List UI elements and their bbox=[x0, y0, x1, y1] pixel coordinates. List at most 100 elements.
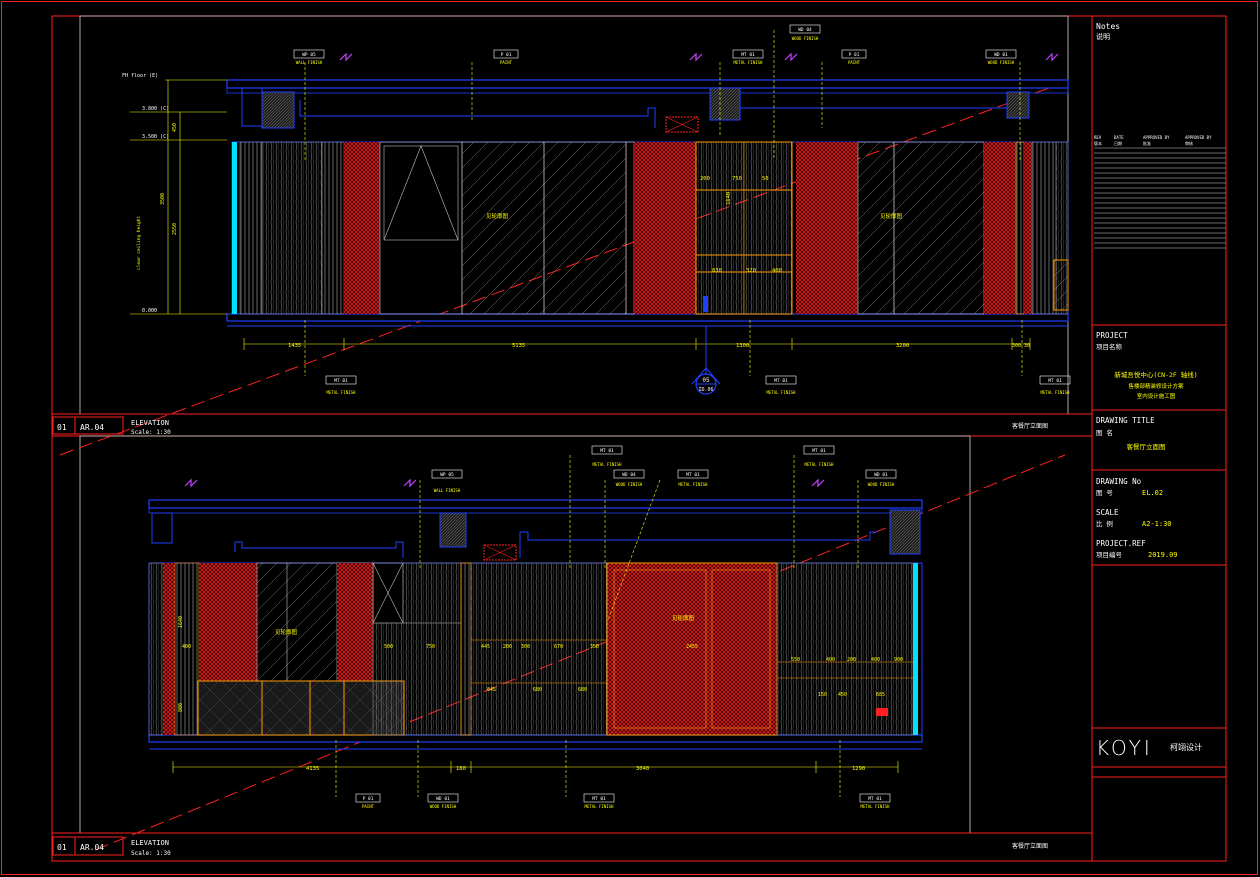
bottom-dim-row2: 680 bbox=[578, 687, 587, 693]
top-level-4: 0.000 bbox=[142, 308, 157, 314]
top-inline-note-2: 见轮廓图 bbox=[880, 212, 903, 220]
callout-code: MT 01 bbox=[592, 796, 606, 802]
top-elevation-title: ELEVATION bbox=[131, 419, 169, 427]
bottom-inline-notes: 见轮廓图 见轮廓图 bbox=[275, 614, 695, 636]
bottom-dim-row2: 685 bbox=[876, 692, 885, 698]
bottom-dim-bottom-4: 1290 bbox=[852, 766, 865, 772]
rev-header-cn-1: 版本 bbox=[1094, 140, 1102, 146]
projectref-cn: 项目编号 bbox=[1096, 550, 1123, 559]
top-level-3: 3.500 (C) bbox=[142, 134, 169, 140]
callout-code: MT 01 bbox=[774, 378, 788, 384]
bottom-dim-left: 1640 bbox=[178, 616, 184, 628]
callout-code: WP 05 bbox=[440, 472, 454, 478]
drawing-no-cn: 图 号 bbox=[1096, 489, 1113, 497]
callout-text: WALL FINISH bbox=[296, 60, 323, 65]
bottom-dim-row1: 400 bbox=[182, 644, 191, 650]
top-callouts-lower: MT 01 METAL FINISH MT 01 METAL FINISH MT… bbox=[304, 320, 1071, 395]
callout-tag: MT 01 METAL FINISH bbox=[607, 469, 709, 621]
callout-code: P 01 bbox=[363, 796, 374, 802]
elevation-bottom: 400 500 750 445 200 300 670 350 2455 550… bbox=[52, 445, 1048, 857]
callout-code: WD 01 bbox=[994, 52, 1008, 58]
rev-header-2: DATE bbox=[1114, 135, 1124, 140]
bottom-dim-row1: 900 bbox=[894, 657, 903, 663]
top-inner-dim-1: 200 bbox=[700, 176, 710, 182]
callout-tag: WD 01 WOOD FINISH bbox=[857, 469, 897, 570]
top-elevation-scale: Scale: 1:30 bbox=[131, 429, 171, 436]
callout-code: MT 01 bbox=[868, 796, 882, 802]
project-name-2: 售楼部精装修设计方案 bbox=[1128, 382, 1184, 390]
bottom-dim-row1: 300 bbox=[521, 644, 530, 650]
top-elevation-no: 01 bbox=[57, 423, 67, 432]
callout-text: PAINT bbox=[500, 60, 513, 65]
revision-table: REV DATE APPROVED BY APPROVED BY 版本 日期 批… bbox=[1094, 135, 1226, 249]
bottom-dim-row1: 670 bbox=[554, 644, 563, 650]
top-dim-left-1: 450 bbox=[172, 123, 178, 132]
bottom-dim-row1: 400 bbox=[826, 657, 835, 663]
top-inner-dim-3: 50 bbox=[762, 176, 769, 182]
bottom-dim-row2: 680 bbox=[533, 687, 542, 693]
bottom-dim-row2: 450 bbox=[838, 692, 847, 698]
drawing-no-value: EL.02 bbox=[1142, 489, 1163, 497]
rev-header-cn-2: 日期 bbox=[1114, 140, 1122, 146]
rev-header-1: REV bbox=[1094, 135, 1102, 140]
top-elevation-name-cn: 客餐厅立面图 bbox=[1012, 422, 1048, 430]
bottom-dim-bottom-3: 3040 bbox=[636, 766, 649, 772]
bottom-dim-bottom-2: 180 bbox=[456, 766, 466, 772]
callout-code: WD 01 bbox=[874, 472, 888, 478]
callout-code: P 01 bbox=[501, 52, 512, 58]
bottom-elevation-no: 01 bbox=[57, 843, 67, 852]
drawing-title-value: 客餐厅立面图 bbox=[1127, 442, 1166, 451]
callout-text: WOOD FINISH bbox=[988, 60, 1015, 65]
bottom-elevation-scale: Scale: 1:30 bbox=[131, 850, 171, 857]
callout-tag: MT 01 METAL FINISH bbox=[1021, 320, 1071, 395]
bottom-dim-row1: 350 bbox=[590, 644, 599, 650]
top-dimension-line: 1435 5135 1300 3200 300 30 bbox=[243, 338, 1031, 350]
top-dim-bottom-1: 1435 bbox=[288, 343, 301, 349]
callout-code: MT 01 bbox=[741, 52, 755, 58]
scale-cn: 比 例 bbox=[1096, 519, 1113, 528]
callout-tag: WP 05 WALL FINISH bbox=[293, 49, 325, 160]
rev-header-cn-3: 批准 bbox=[1143, 140, 1151, 146]
callout-tag: MT 01 METAL FINISH bbox=[719, 49, 764, 136]
callout-code: MT 01 bbox=[686, 472, 700, 478]
bottom-inner-dims: 400 500 750 445 200 300 670 350 2455 550… bbox=[178, 616, 903, 712]
callout-text: PAINT bbox=[362, 804, 375, 809]
project-name-1: 新城吾悦中心(CN-2F 轴线) bbox=[1114, 370, 1197, 379]
callout-text: PAINT bbox=[848, 60, 861, 65]
title-block: Notes 说明 REV DATE APPROVED BY APPROVED B… bbox=[1092, 22, 1226, 778]
callout-tag: WD 04 WOOD FINISH bbox=[773, 24, 821, 160]
callout-code: MT 01 bbox=[334, 378, 348, 384]
callout-code: WD 04 bbox=[622, 472, 636, 478]
callout-tag: P 01 PAINT bbox=[471, 49, 519, 120]
top-dim-left-3: 3500 bbox=[160, 193, 166, 205]
rev-header-3: APPROVED BY bbox=[1143, 135, 1170, 140]
project-label: PROJECT bbox=[1096, 331, 1128, 340]
bottom-elevation-title: ELEVATION bbox=[131, 839, 169, 847]
top-elevation-ref: AR.04 bbox=[80, 423, 104, 432]
top-inner-height: 1640 bbox=[726, 192, 732, 205]
bottom-elevation-ref: AR.04 bbox=[80, 843, 104, 852]
bottom-dim-left: 800 bbox=[178, 703, 184, 712]
callout-text: METAL FINISH bbox=[1041, 390, 1070, 395]
top-dim-bottom-2: 5135 bbox=[512, 343, 525, 349]
koyi-logo: KOYI bbox=[1096, 736, 1153, 760]
bottom-dim-row1: 400 bbox=[871, 657, 880, 663]
callout-text: METAL FINISH bbox=[861, 804, 890, 809]
callout-text: WOOD FINISH bbox=[616, 482, 643, 487]
callout-tag: MT 01 METAL FINISH bbox=[565, 740, 615, 809]
callout-text: METAL FINISH bbox=[734, 60, 763, 65]
top-inner-dim-4: 830 bbox=[712, 268, 722, 274]
bottom-inline-note-1: 见轮廓图 bbox=[275, 628, 298, 636]
callout-text: METAL FINISH bbox=[585, 804, 614, 809]
callout-text: METAL FINISH bbox=[327, 390, 356, 395]
scale-value: A2-1:30 bbox=[1142, 520, 1172, 528]
callout-code: MT 01 bbox=[1048, 378, 1062, 384]
top-inner-dim-2: 750 bbox=[732, 176, 742, 182]
project-name-3: 室内设计施工图 bbox=[1137, 392, 1176, 400]
callout-tag: WD 04 WOOD FINISH bbox=[604, 469, 645, 570]
rev-header-4: APPROVED BY bbox=[1185, 135, 1212, 140]
callout-code: MT 01 bbox=[600, 448, 614, 454]
callout-text: WOOD FINISH bbox=[868, 482, 895, 487]
bottom-dim-row2: 150 bbox=[818, 692, 827, 698]
